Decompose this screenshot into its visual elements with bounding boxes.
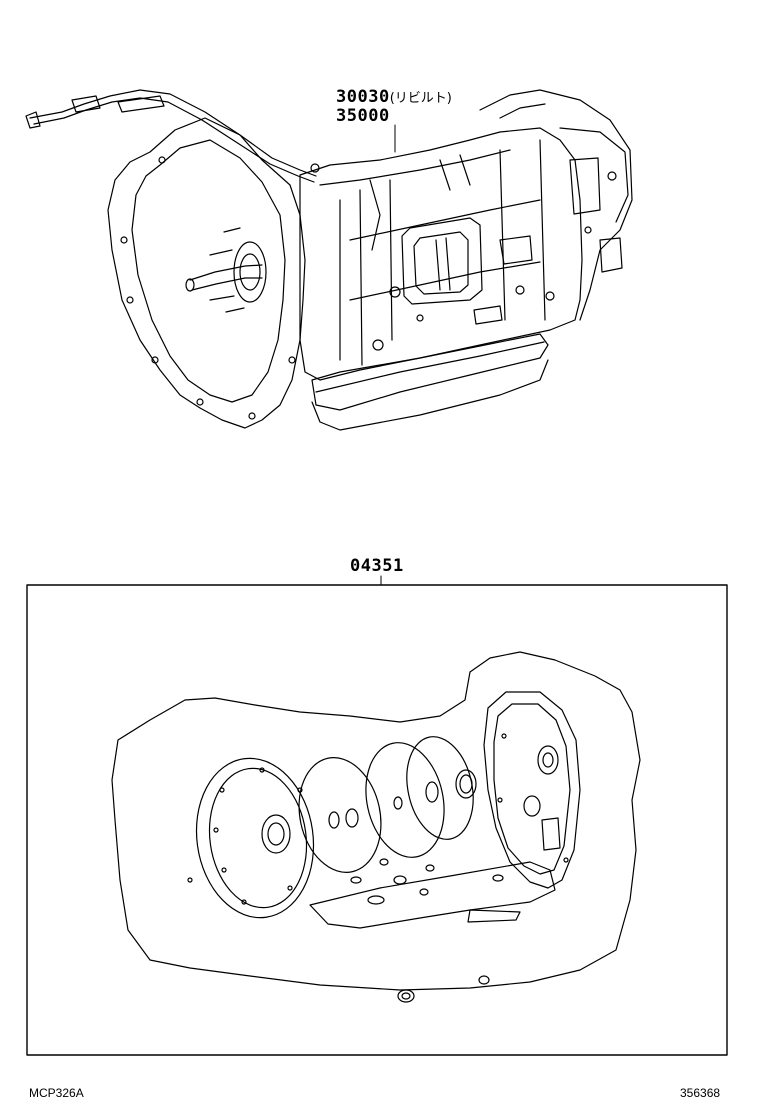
overhaul-kit-box (26, 575, 728, 1056)
input-shaft (185, 227, 267, 313)
shift-cable (25, 89, 317, 183)
callout-transmission-assy-secondary: 35000 (336, 106, 390, 126)
transmission-assembly (25, 89, 633, 431)
ghost-transmission-outline (111, 651, 641, 991)
part-number-04351: 04351 (350, 556, 404, 576)
extension-housing (479, 89, 633, 321)
diagram-code-left: MCP326A (29, 1086, 84, 1100)
oil-pump-gasket (195, 757, 315, 919)
valve-body-gasket (309, 858, 556, 929)
part-number-35000: 35000 (336, 106, 390, 126)
small-seals (187, 877, 490, 1003)
bell-housing (107, 117, 306, 429)
seal-rings (298, 736, 477, 873)
transmission-case (299, 127, 583, 431)
extension-housing-gasket (483, 691, 581, 889)
rebuilt-note: (リビルト) (389, 91, 452, 106)
part-number-30030: 30030 (336, 87, 390, 107)
callout-overhaul-kit: 04351 (350, 556, 404, 576)
callout-transmission-assy-primary: 30030(リビルト) (336, 87, 452, 107)
overhaul-kit-frame (26, 584, 728, 1056)
diagram-code-right: 356368 (680, 1086, 721, 1100)
